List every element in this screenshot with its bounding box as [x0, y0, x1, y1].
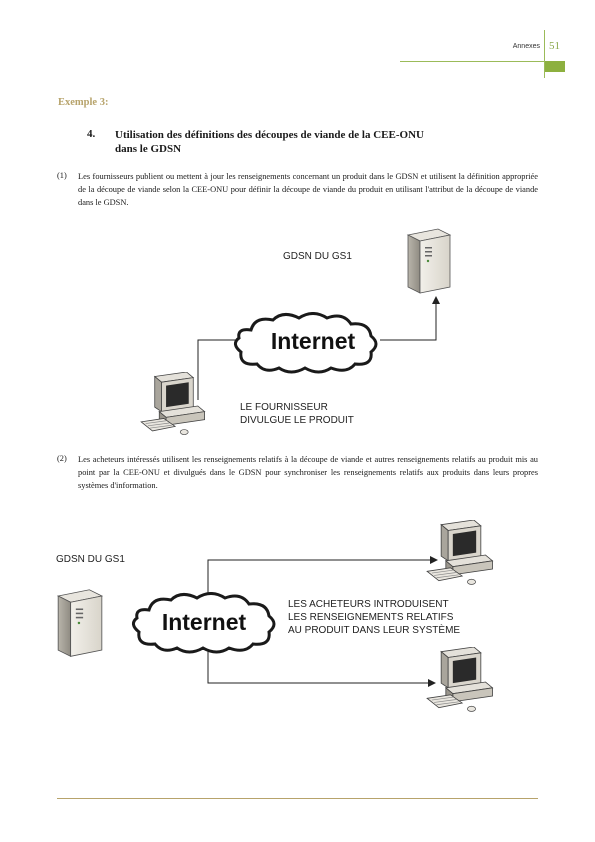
paragraph1-number: (1): [57, 171, 67, 180]
diagram1-cloud-label: Internet: [270, 328, 356, 354]
section-title-line2: dans le GDSN: [115, 143, 182, 155]
diagram2-computer-icon-top: [426, 520, 494, 585]
header-label: Annexes: [512, 43, 540, 50]
section-title: Utilisation des définitions des découpes…: [115, 128, 535, 156]
diagram2-server-label: GDSN DU GS1: [56, 554, 125, 565]
diagram1-connector-pc: [197, 339, 245, 400]
diagram2-cloud-label: Internet: [161, 609, 247, 635]
header-accent-block: [545, 61, 565, 72]
section-title-line1: Utilisation des définitions des découpes…: [115, 129, 424, 141]
header-divider: [544, 30, 545, 78]
header-rule: [400, 61, 565, 62]
diagram2-connectors: [207, 556, 438, 687]
diagram1-server-label: GDSN DU GS1: [283, 251, 352, 262]
diagram1-server-icon: [407, 228, 451, 294]
diagram1-supplier-label: LE FOURNISSEUR DIVULGUE LE PRODUIT: [240, 402, 354, 426]
paragraph2-text: Les acheteurs intéressés utilisent les r…: [78, 455, 538, 490]
footer-rule: [57, 798, 538, 799]
paragraph1-text: Les fournisseurs publient ou mettent à j…: [78, 172, 538, 207]
example-heading: Exemple 3:: [58, 97, 109, 108]
diagram2-buyers-label: LES ACHETEURS INTRODUISENT LES RENSEIGNE…: [288, 599, 461, 636]
diagram2-server-icon: [57, 589, 103, 657]
diagram1-connector-server: [380, 296, 440, 341]
diagram2-computer-icon-bottom: [426, 647, 494, 712]
section-number: 4.: [87, 128, 96, 140]
page-number: 51: [549, 40, 560, 52]
paragraph2-number: (2): [57, 454, 67, 463]
diagram1-computer-icon: [140, 372, 206, 436]
